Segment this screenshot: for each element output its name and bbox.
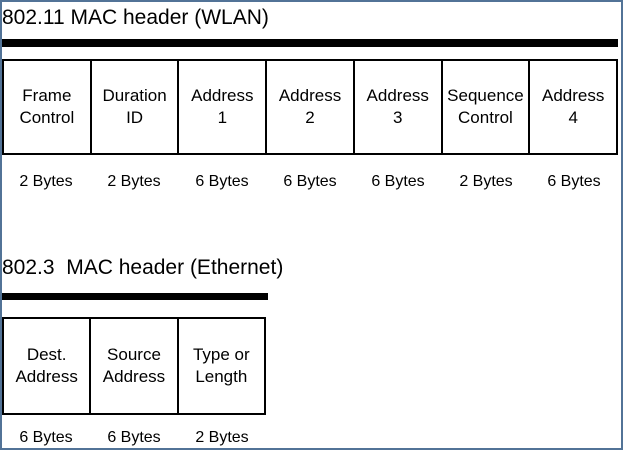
ethernet-byte-sizes-row: 6 Bytes 6 Bytes 2 Bytes xyxy=(2,425,266,448)
wlan-size-frame-control: 2 Bytes xyxy=(19,173,73,190)
ethernet-size-source-address: 6 Bytes xyxy=(107,429,161,446)
wlan-title-underline xyxy=(2,39,618,47)
wlan-field-frame-control: Frame Control xyxy=(2,59,92,155)
wlan-field-duration-id: Duration ID xyxy=(91,59,180,155)
ethernet-header-table: Dest. Address Source Address Type or Len… xyxy=(2,317,266,415)
wlan-header-table: Frame Control Duration ID Address 1 Addr… xyxy=(2,59,619,155)
wlan-section-title: 802.11 MAC header (WLAN) xyxy=(2,6,269,29)
ethernet-title-underline xyxy=(2,293,268,300)
wlan-field-sequence-control: Sequence Control xyxy=(442,59,531,155)
ethernet-field-source-address: Source Address xyxy=(91,317,179,415)
ethernet-size-type-or-length: 2 Bytes xyxy=(195,429,249,446)
wlan-size-sequence-control: 2 Bytes xyxy=(459,173,513,190)
ethernet-field-dest-address: Dest. Address xyxy=(2,317,92,415)
wlan-size-address-2: 6 Bytes xyxy=(283,173,337,190)
ethernet-section-title: 802.3 MAC header (Ethernet) xyxy=(2,256,284,279)
ethernet-size-dest-address: 6 Bytes xyxy=(19,429,73,446)
wlan-field-address-4: Address 4 xyxy=(530,59,619,155)
wlan-size-address-1: 6 Bytes xyxy=(195,173,249,190)
wlan-field-address-1: Address 1 xyxy=(179,59,268,155)
wlan-field-address-2: Address 2 xyxy=(267,59,355,155)
wlan-field-address-3: Address 3 xyxy=(354,59,443,155)
wlan-size-address-3: 6 Bytes xyxy=(371,173,425,190)
ethernet-field-type-or-length: Type or Length xyxy=(178,317,266,415)
wlan-size-address-4: 6 Bytes xyxy=(547,173,601,190)
wlan-byte-sizes-row: 2 Bytes 2 Bytes 6 Bytes 6 Bytes 6 Bytes … xyxy=(2,164,618,200)
wlan-size-duration-id: 2 Bytes xyxy=(107,173,161,190)
